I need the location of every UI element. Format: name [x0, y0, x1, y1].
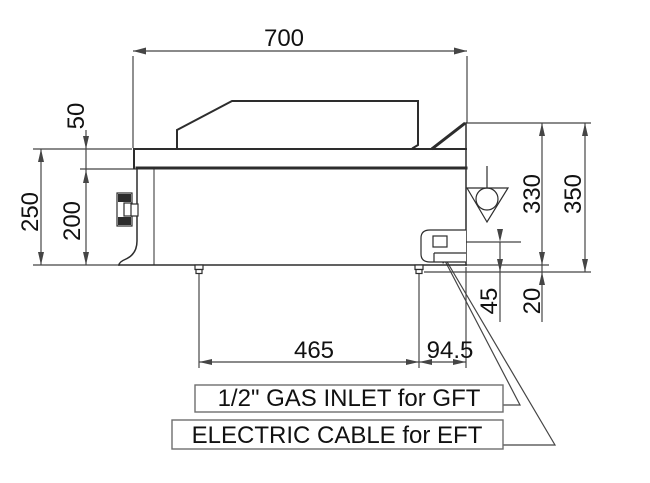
inlet-elbow [420, 229, 466, 263]
callouts: 1/2" GAS INLET for GFT ELECTRIC CABLE fo… [171, 384, 504, 450]
dimension-arrowheads [38, 47, 588, 365]
knob-hatch-bottom [118, 217, 131, 225]
electric-callout-text: ELECTRIC CABLE for EFT [192, 422, 483, 449]
arrowhead [497, 259, 503, 272]
level-symbol-triangle [465, 187, 510, 224]
arrowhead [38, 252, 44, 265]
dim-465-label: 465 [294, 337, 334, 364]
knob-stem [130, 203, 139, 217]
electric-leader-line [445, 259, 557, 446]
electric-callout-box [171, 419, 504, 450]
arrowhead [199, 359, 212, 365]
dimension-labels: 700 50 250 200 330 350 45 20 465 94.5 [17, 25, 587, 364]
gas-callout-text: 1/2" GAS INLET for GFT [218, 385, 481, 412]
inlet-nut [432, 235, 448, 248]
front-panel-profile [118, 167, 138, 266]
arrowhead [406, 359, 419, 365]
dim-330-label: 330 [519, 174, 546, 214]
gas-inlet-fitting [420, 229, 466, 263]
dim-700-label: 700 [264, 25, 304, 52]
adjustable-feet [194, 264, 424, 275]
knob-hatch-top [118, 194, 131, 202]
foot-right [415, 268, 423, 275]
gas-callout-box [194, 384, 504, 413]
arrowhead [83, 170, 89, 183]
foot-right [414, 264, 424, 271]
arrowhead [539, 272, 545, 285]
arrowhead [419, 359, 432, 365]
dim-945-label: 94.5 [427, 337, 474, 364]
foot-left [194, 264, 204, 271]
arrowhead [83, 252, 89, 265]
arrowhead [582, 259, 588, 272]
level-symbol-circle [475, 187, 499, 211]
control-knob [116, 192, 139, 227]
dim-20-label: 20 [519, 288, 546, 315]
rear-fold-edge [430, 121, 467, 151]
arrowhead [539, 252, 545, 265]
foot-left [195, 268, 203, 275]
appliance-outline [118, 100, 468, 266]
arrowhead [38, 149, 44, 162]
gas-leader-line [442, 256, 521, 406]
dim-200-label: 200 [59, 201, 86, 241]
dim-250-label: 250 [17, 192, 44, 232]
hood-profile [176, 100, 419, 150]
arrowhead [539, 123, 545, 136]
arrowhead [454, 47, 467, 55]
level-symbol [465, 166, 510, 224]
arrowhead [83, 136, 89, 149]
dim-350-label: 350 [560, 174, 587, 214]
dim-50-label: 50 [63, 103, 90, 130]
dimension-lines [33, 50, 591, 368]
arrowhead [582, 123, 588, 136]
arrowhead [453, 359, 466, 365]
dim-45-label: 45 [476, 288, 503, 315]
arrowhead [133, 47, 146, 55]
arrowhead [497, 229, 503, 242]
